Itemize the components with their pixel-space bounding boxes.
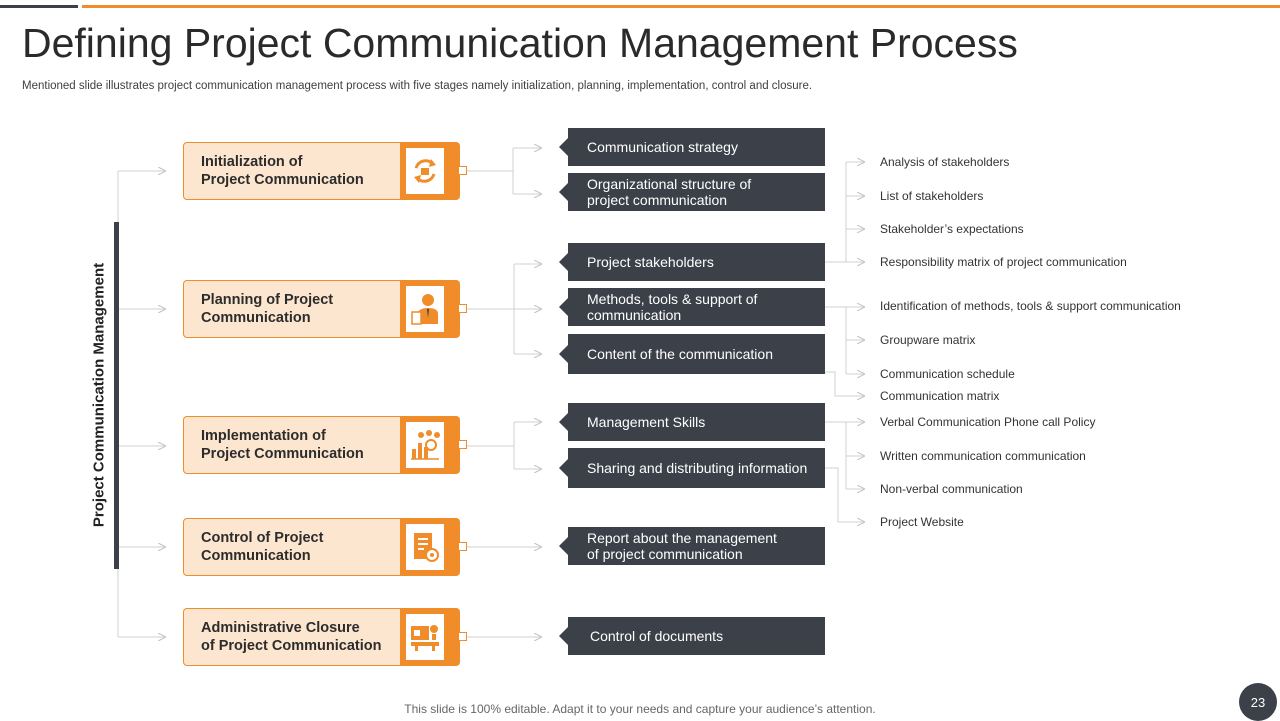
output-box: Sharing and distributing information bbox=[568, 448, 825, 488]
output-box: Project stakeholders bbox=[568, 243, 825, 281]
detail-item: Stakeholder’s expectations bbox=[880, 222, 1024, 236]
side-bar bbox=[114, 222, 119, 569]
detail-item: List of stakeholders bbox=[880, 189, 984, 203]
icon-box bbox=[406, 286, 444, 332]
document-settings-icon bbox=[414, 533, 439, 562]
connector-square bbox=[458, 632, 467, 641]
desk-report-icon bbox=[411, 625, 439, 651]
connector-square bbox=[458, 304, 467, 313]
refresh-cycle-icon bbox=[414, 159, 436, 183]
icon-box bbox=[406, 614, 444, 660]
detail-item: Written communication communication bbox=[880, 449, 1086, 463]
connector-square bbox=[458, 542, 467, 551]
stage-icon-tab bbox=[400, 608, 467, 666]
detail-item: Groupware matrix bbox=[880, 333, 976, 347]
bar-chart-icon bbox=[411, 430, 440, 460]
connector-square bbox=[458, 440, 467, 449]
icon-box bbox=[406, 148, 444, 194]
output-box: Control of documents bbox=[568, 617, 825, 655]
page-number: 23 bbox=[1239, 683, 1277, 721]
output-box: Communication strategy bbox=[568, 128, 825, 166]
top-accent-bar-orange bbox=[82, 5, 1280, 8]
icon-box bbox=[406, 524, 444, 570]
stage-icon-tab bbox=[400, 518, 467, 576]
businessman-icon bbox=[411, 294, 438, 325]
stage-icon-tab bbox=[400, 416, 467, 474]
detail-item: Communication matrix bbox=[880, 389, 1000, 403]
detail-item: Non-verbal communication bbox=[880, 482, 1023, 496]
slide-title: Defining Project Communication Managemen… bbox=[22, 20, 1018, 66]
footer-note: This slide is 100% editable. Adapt it to… bbox=[404, 702, 876, 716]
slide-subtitle: Mentioned slide illustrates project comm… bbox=[22, 80, 813, 92]
stage-icon-tab bbox=[400, 280, 467, 338]
connector-square bbox=[458, 166, 467, 175]
detail-item: Communication schedule bbox=[880, 367, 1015, 381]
detail-item: Verbal Communication Phone call Policy bbox=[880, 415, 1096, 429]
detail-item: Analysis of stakeholders bbox=[880, 155, 1010, 169]
icon-box bbox=[406, 422, 444, 468]
stage-icon-tab bbox=[400, 142, 467, 200]
detail-item: Project Website bbox=[880, 515, 964, 529]
top-accent-bar-dark bbox=[0, 5, 78, 8]
output-box: Content of the communication bbox=[568, 334, 825, 374]
detail-item: Responsibility matrix of project communi… bbox=[880, 255, 1127, 269]
side-label: Project Communication Management bbox=[90, 262, 108, 528]
output-box: Management Skills bbox=[568, 403, 825, 441]
detail-item: Identification of methods, tools & suppo… bbox=[880, 299, 1181, 313]
